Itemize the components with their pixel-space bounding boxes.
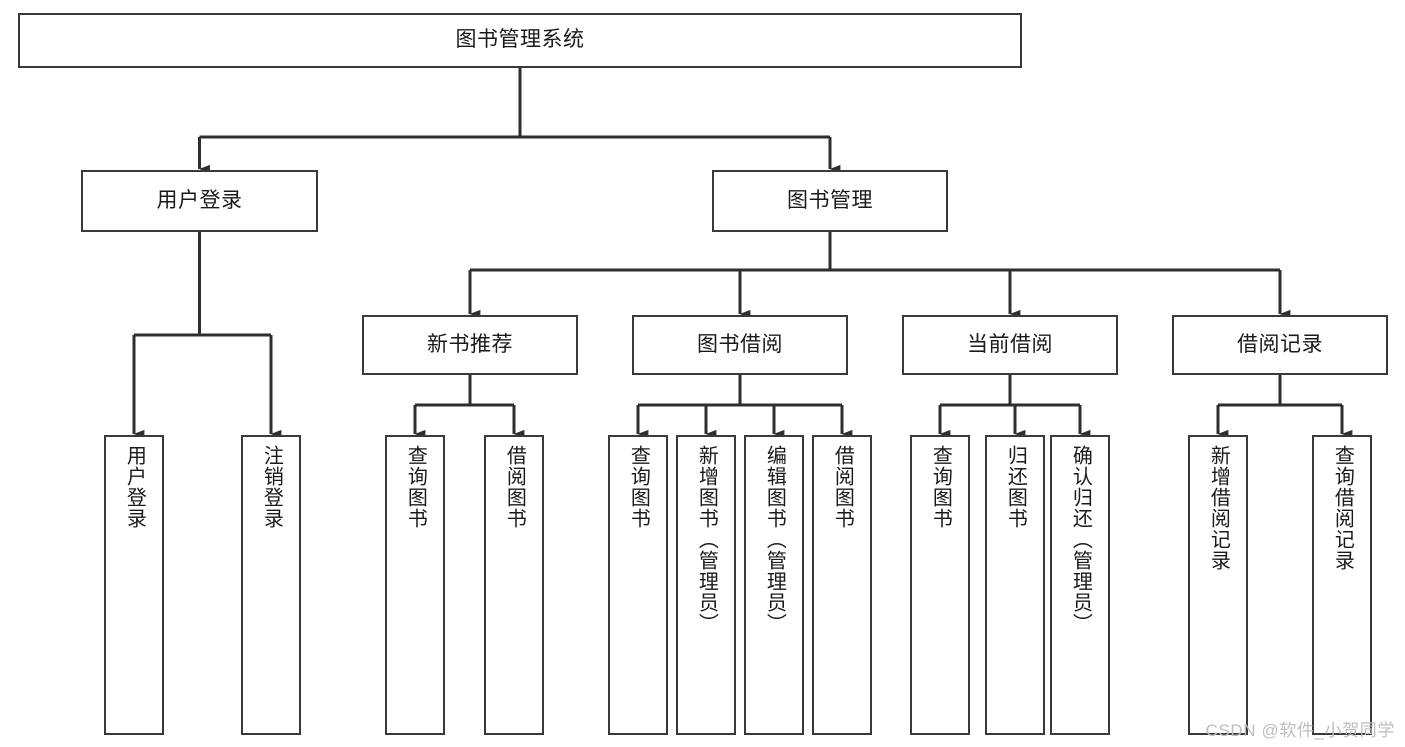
node-label-leaf-bor-1: 查询图书 xyxy=(627,445,650,529)
node-leaf-bor-3[interactable]: 编辑图书（管理员） xyxy=(744,435,804,735)
node-label-leaf-new-1: 查询图书 xyxy=(404,445,427,529)
node-label-root: 图书管理系统 xyxy=(455,28,585,52)
node-label-leaf-cur-1: 查询图书 xyxy=(929,445,952,529)
node-leaf-bor-1[interactable]: 查询图书 xyxy=(608,435,668,735)
node-leaf-login-1[interactable]: 用户登录 xyxy=(104,435,164,735)
node-label-newbook: 新书推荐 xyxy=(427,332,513,356)
node-leaf-login-2[interactable]: 注销登录 xyxy=(241,435,301,735)
node-records[interactable]: 借阅记录 xyxy=(1172,315,1388,375)
node-label-leaf-bor-4: 借阅图书 xyxy=(831,445,854,529)
node-label-login: 用户登录 xyxy=(156,188,243,212)
node-root[interactable]: 图书管理系统 xyxy=(18,13,1022,68)
node-leaf-new-2[interactable]: 借阅图书 xyxy=(484,435,544,735)
node-borrow[interactable]: 图书借阅 xyxy=(632,315,848,375)
node-leaf-new-1[interactable]: 查询图书 xyxy=(385,435,445,735)
node-label-leaf-rec-2: 查询借阅记录 xyxy=(1331,445,1354,571)
node-label-leaf-rec-1: 新增借阅记录 xyxy=(1207,445,1230,571)
node-label-leaf-cur-3: 确认归还（管理员） xyxy=(1069,445,1092,634)
node-label-leaf-bor-2: 新增图书（管理员） xyxy=(695,445,718,634)
node-leaf-rec-2[interactable]: 查询借阅记录 xyxy=(1312,435,1372,735)
node-label-current: 当前借阅 xyxy=(967,332,1053,356)
node-login[interactable]: 用户登录 xyxy=(81,170,318,232)
node-bookmgmt[interactable]: 图书管理 xyxy=(712,170,948,232)
node-label-leaf-login-2: 注销登录 xyxy=(260,445,283,529)
node-leaf-cur-1[interactable]: 查询图书 xyxy=(910,435,970,735)
node-newbook[interactable]: 新书推荐 xyxy=(362,315,578,375)
node-leaf-cur-2[interactable]: 归还图书 xyxy=(985,435,1045,735)
node-label-leaf-new-2: 借阅图书 xyxy=(503,445,526,529)
node-label-bookmgmt: 图书管理 xyxy=(787,188,873,212)
node-label-leaf-cur-2: 归还图书 xyxy=(1004,445,1027,529)
node-current[interactable]: 当前借阅 xyxy=(902,315,1118,375)
node-leaf-bor-4[interactable]: 借阅图书 xyxy=(812,435,872,735)
node-label-leaf-login-1: 用户登录 xyxy=(123,445,146,529)
node-leaf-cur-3[interactable]: 确认归还（管理员） xyxy=(1050,435,1110,735)
node-label-records: 借阅记录 xyxy=(1237,332,1323,356)
node-label-leaf-bor-3: 编辑图书（管理员） xyxy=(763,445,786,634)
node-leaf-rec-1[interactable]: 新增借阅记录 xyxy=(1188,435,1248,735)
node-label-borrow: 图书借阅 xyxy=(697,332,783,356)
node-leaf-bor-2[interactable]: 新增图书（管理员） xyxy=(676,435,736,735)
